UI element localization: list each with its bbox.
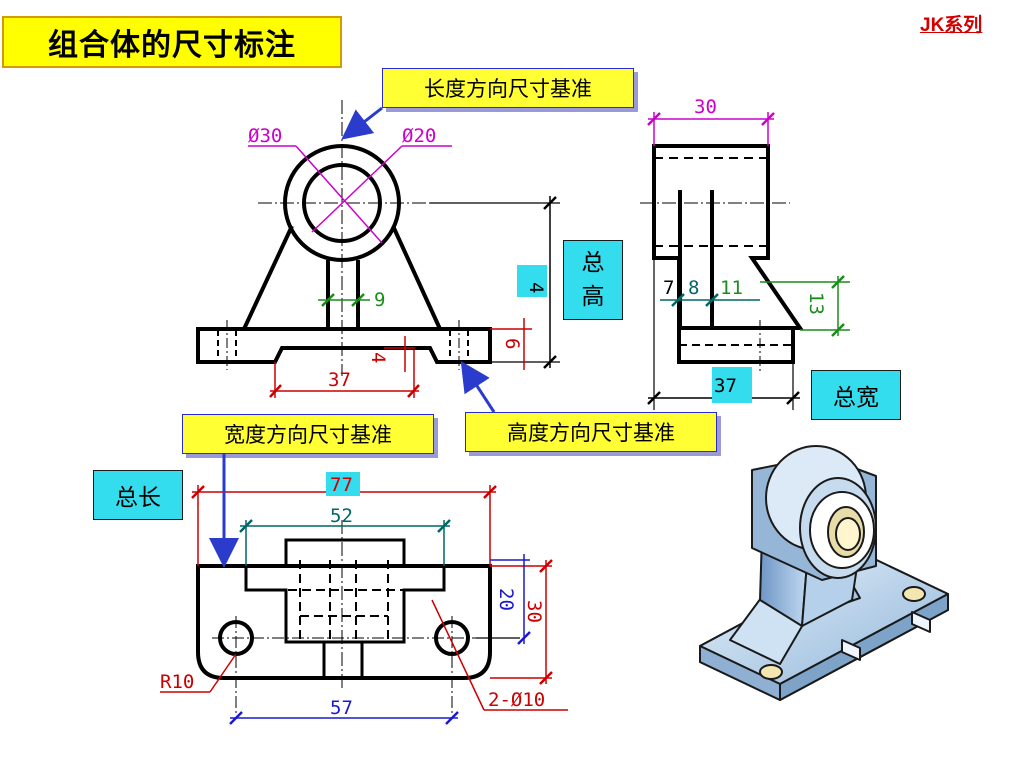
- dim-r10: R10: [160, 671, 194, 693]
- height-datum-callout: 高度方向尺寸基准: [465, 412, 717, 452]
- front-view: [196, 100, 560, 376]
- dim-w30: 30: [694, 96, 717, 118]
- dim-h13: 13: [805, 292, 827, 315]
- side-view: [640, 144, 804, 410]
- total-width-callout: 总宽: [811, 370, 901, 420]
- dim-h30: 30: [523, 600, 545, 623]
- total-length-callout: 总长: [93, 470, 183, 520]
- dim-h20: 20: [495, 588, 517, 611]
- dim-l52: 52: [330, 505, 353, 527]
- dim-w9: 9: [374, 289, 385, 311]
- callout-arrows: [209, 106, 496, 568]
- top-view: [196, 520, 520, 716]
- length-datum-callout: 长度方向尺寸基准: [382, 68, 634, 108]
- dim-l57: 57: [330, 697, 353, 719]
- dim-w8: 8: [688, 277, 699, 299]
- dimension-labels: Ø30 Ø20 9 4 6 4 37 30 7 8 11 13 37 77 52…: [160, 96, 827, 719]
- h4-highlight: [517, 265, 547, 297]
- side-dimensions: [647, 112, 850, 405]
- dim-w37: 37: [714, 375, 737, 397]
- dim-l77: 77: [330, 474, 353, 496]
- front-dimensions: [248, 145, 557, 398]
- dim-l37: 37: [328, 369, 351, 391]
- dim-h4: 4: [525, 282, 547, 293]
- dim-w11: 11: [720, 277, 743, 299]
- w37-highlight: [712, 367, 752, 403]
- dim-w7: 7: [663, 277, 674, 299]
- dim-holes: 2-Ø10: [488, 689, 545, 711]
- dim-d30: Ø30: [248, 125, 282, 147]
- l77-highlight: [326, 472, 360, 496]
- series-label[interactable]: JK系列: [920, 15, 983, 36]
- isometric-model-illustration: [699, 445, 949, 701]
- dim-h6: 6: [501, 338, 523, 349]
- dim-d20: Ø20: [402, 125, 436, 147]
- width-datum-callout: 宽度方向尺寸基准: [182, 414, 434, 454]
- dim-h4b: 4: [367, 352, 389, 363]
- page-title: 组合体的尺寸标注: [2, 16, 342, 68]
- top-dimensions: [160, 485, 568, 725]
- total-height-callout: 总 高: [563, 240, 623, 320]
